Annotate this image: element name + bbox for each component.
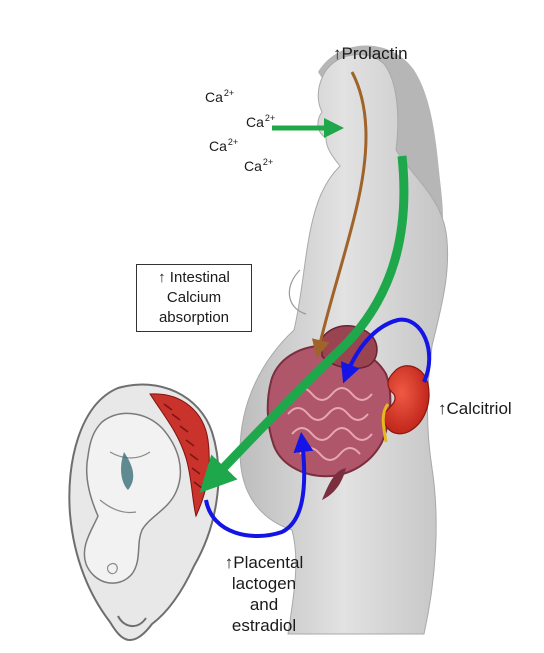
ion-symbol: Ca	[205, 89, 223, 105]
ureter	[381, 403, 390, 443]
prolactin-arrow	[311, 71, 368, 358]
ion-charge: 2+	[262, 157, 274, 167]
calcium-ion-label: Ca2+	[205, 88, 234, 105]
absorption-line: absorption	[158, 309, 230, 326]
fetus-shape	[83, 412, 182, 584]
uterus-base	[117, 615, 147, 627]
small-intestine-coils	[287, 387, 373, 461]
fetus-details	[99, 451, 151, 575]
calcitriol-label: ↑Calcitriol	[438, 399, 512, 418]
ion-symbol: Ca	[246, 114, 264, 130]
placental-line: and	[249, 595, 279, 614]
ion-charge: 2+	[223, 88, 235, 98]
breast-contour	[288, 269, 307, 315]
ion-symbol: Ca	[209, 138, 227, 154]
uterus-fetus	[68, 383, 220, 642]
kidney	[381, 365, 430, 443]
intestinal-absorption-box: ↑ Intestinal Calcium absorption	[136, 264, 252, 332]
calcium-transfer-arrow	[199, 155, 409, 494]
absorption-line: Calcium	[166, 289, 222, 306]
calcium-ion-label: Ca2+	[244, 157, 273, 174]
arrows	[199, 71, 432, 539]
calcium-ion-label: Ca2+	[246, 113, 275, 130]
ion-symbol: Ca	[244, 158, 262, 174]
placenta-shape	[149, 393, 210, 518]
placental-line: ↑Placental	[224, 553, 304, 572]
placental-line: estradiol	[231, 616, 297, 635]
calcitriol-arrow	[340, 317, 432, 384]
descending-colon	[322, 468, 346, 500]
placenta-texture	[163, 403, 203, 489]
prolactin-label: ↑Prolactin	[333, 44, 408, 63]
absorption-line: ↑ Intestinal	[158, 269, 230, 286]
ion-charge: 2+	[227, 137, 239, 147]
ion-charge: 2+	[264, 113, 276, 123]
placental-hormones-label: ↑Placental lactogen and estradiol	[206, 552, 322, 636]
calcium-ion-label: Ca2+	[209, 137, 238, 154]
placental-hormone-arrow	[204, 432, 314, 539]
fetal-membrane	[121, 452, 134, 490]
placental-line: lactogen	[231, 574, 297, 593]
